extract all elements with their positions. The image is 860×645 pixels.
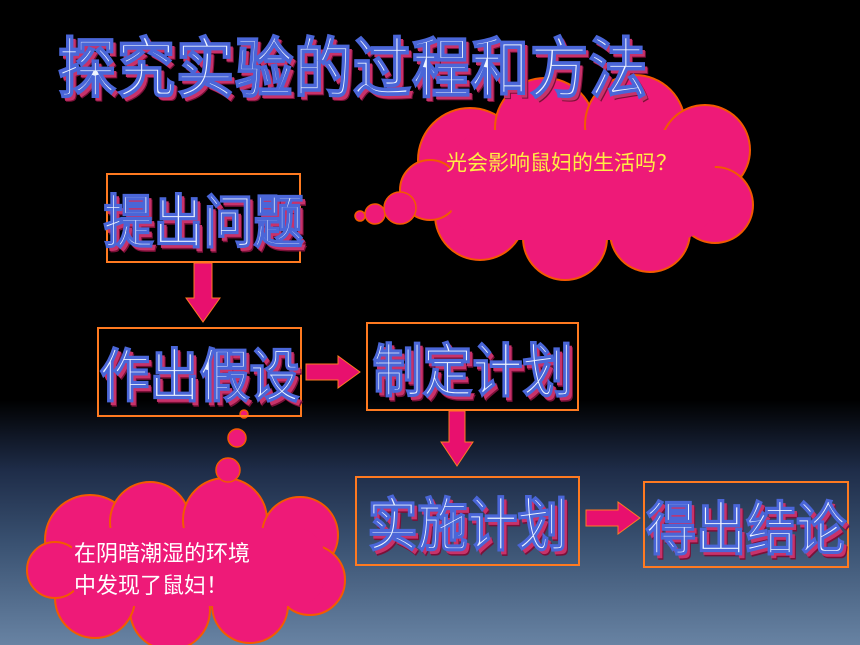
step-hypothesize: 作出假设	[97, 327, 302, 417]
question-bubbles	[354, 191, 417, 225]
arrow-hypothesize-to-plan	[305, 355, 361, 389]
step-plan: 制定计划	[366, 322, 579, 411]
arrow-ask-to-hypothesize	[185, 262, 221, 323]
question-text: 光会影响鼠妇的生活吗？	[446, 151, 677, 175]
observation-bubbles	[215, 409, 249, 483]
step-conclude-label: 得出结论	[645, 495, 846, 563]
step-conclude: 得出结论	[643, 481, 849, 568]
step-hypothesize-label: 作出假设	[99, 343, 300, 411]
observation-text-line2: 中发现了鼠妇！	[74, 574, 229, 599]
step-execute: 实施计划	[355, 476, 580, 566]
step-ask-question: 提出问题	[103, 173, 304, 263]
arrow-execute-to-conclude	[585, 501, 641, 535]
page-title: 探究实验的过程和方法	[57, 30, 649, 108]
step-plan-label: 制定计划	[372, 337, 573, 405]
observation-cloud-fill	[70, 528, 325, 606]
arrow-plan-to-execute	[440, 410, 474, 467]
question-cloud-fill	[450, 130, 715, 240]
observation-text-line1: 在阴暗潮湿的环境	[74, 542, 251, 567]
step-ask-label: 提出问题	[103, 189, 304, 257]
step-execute-label: 实施计划	[367, 492, 568, 560]
